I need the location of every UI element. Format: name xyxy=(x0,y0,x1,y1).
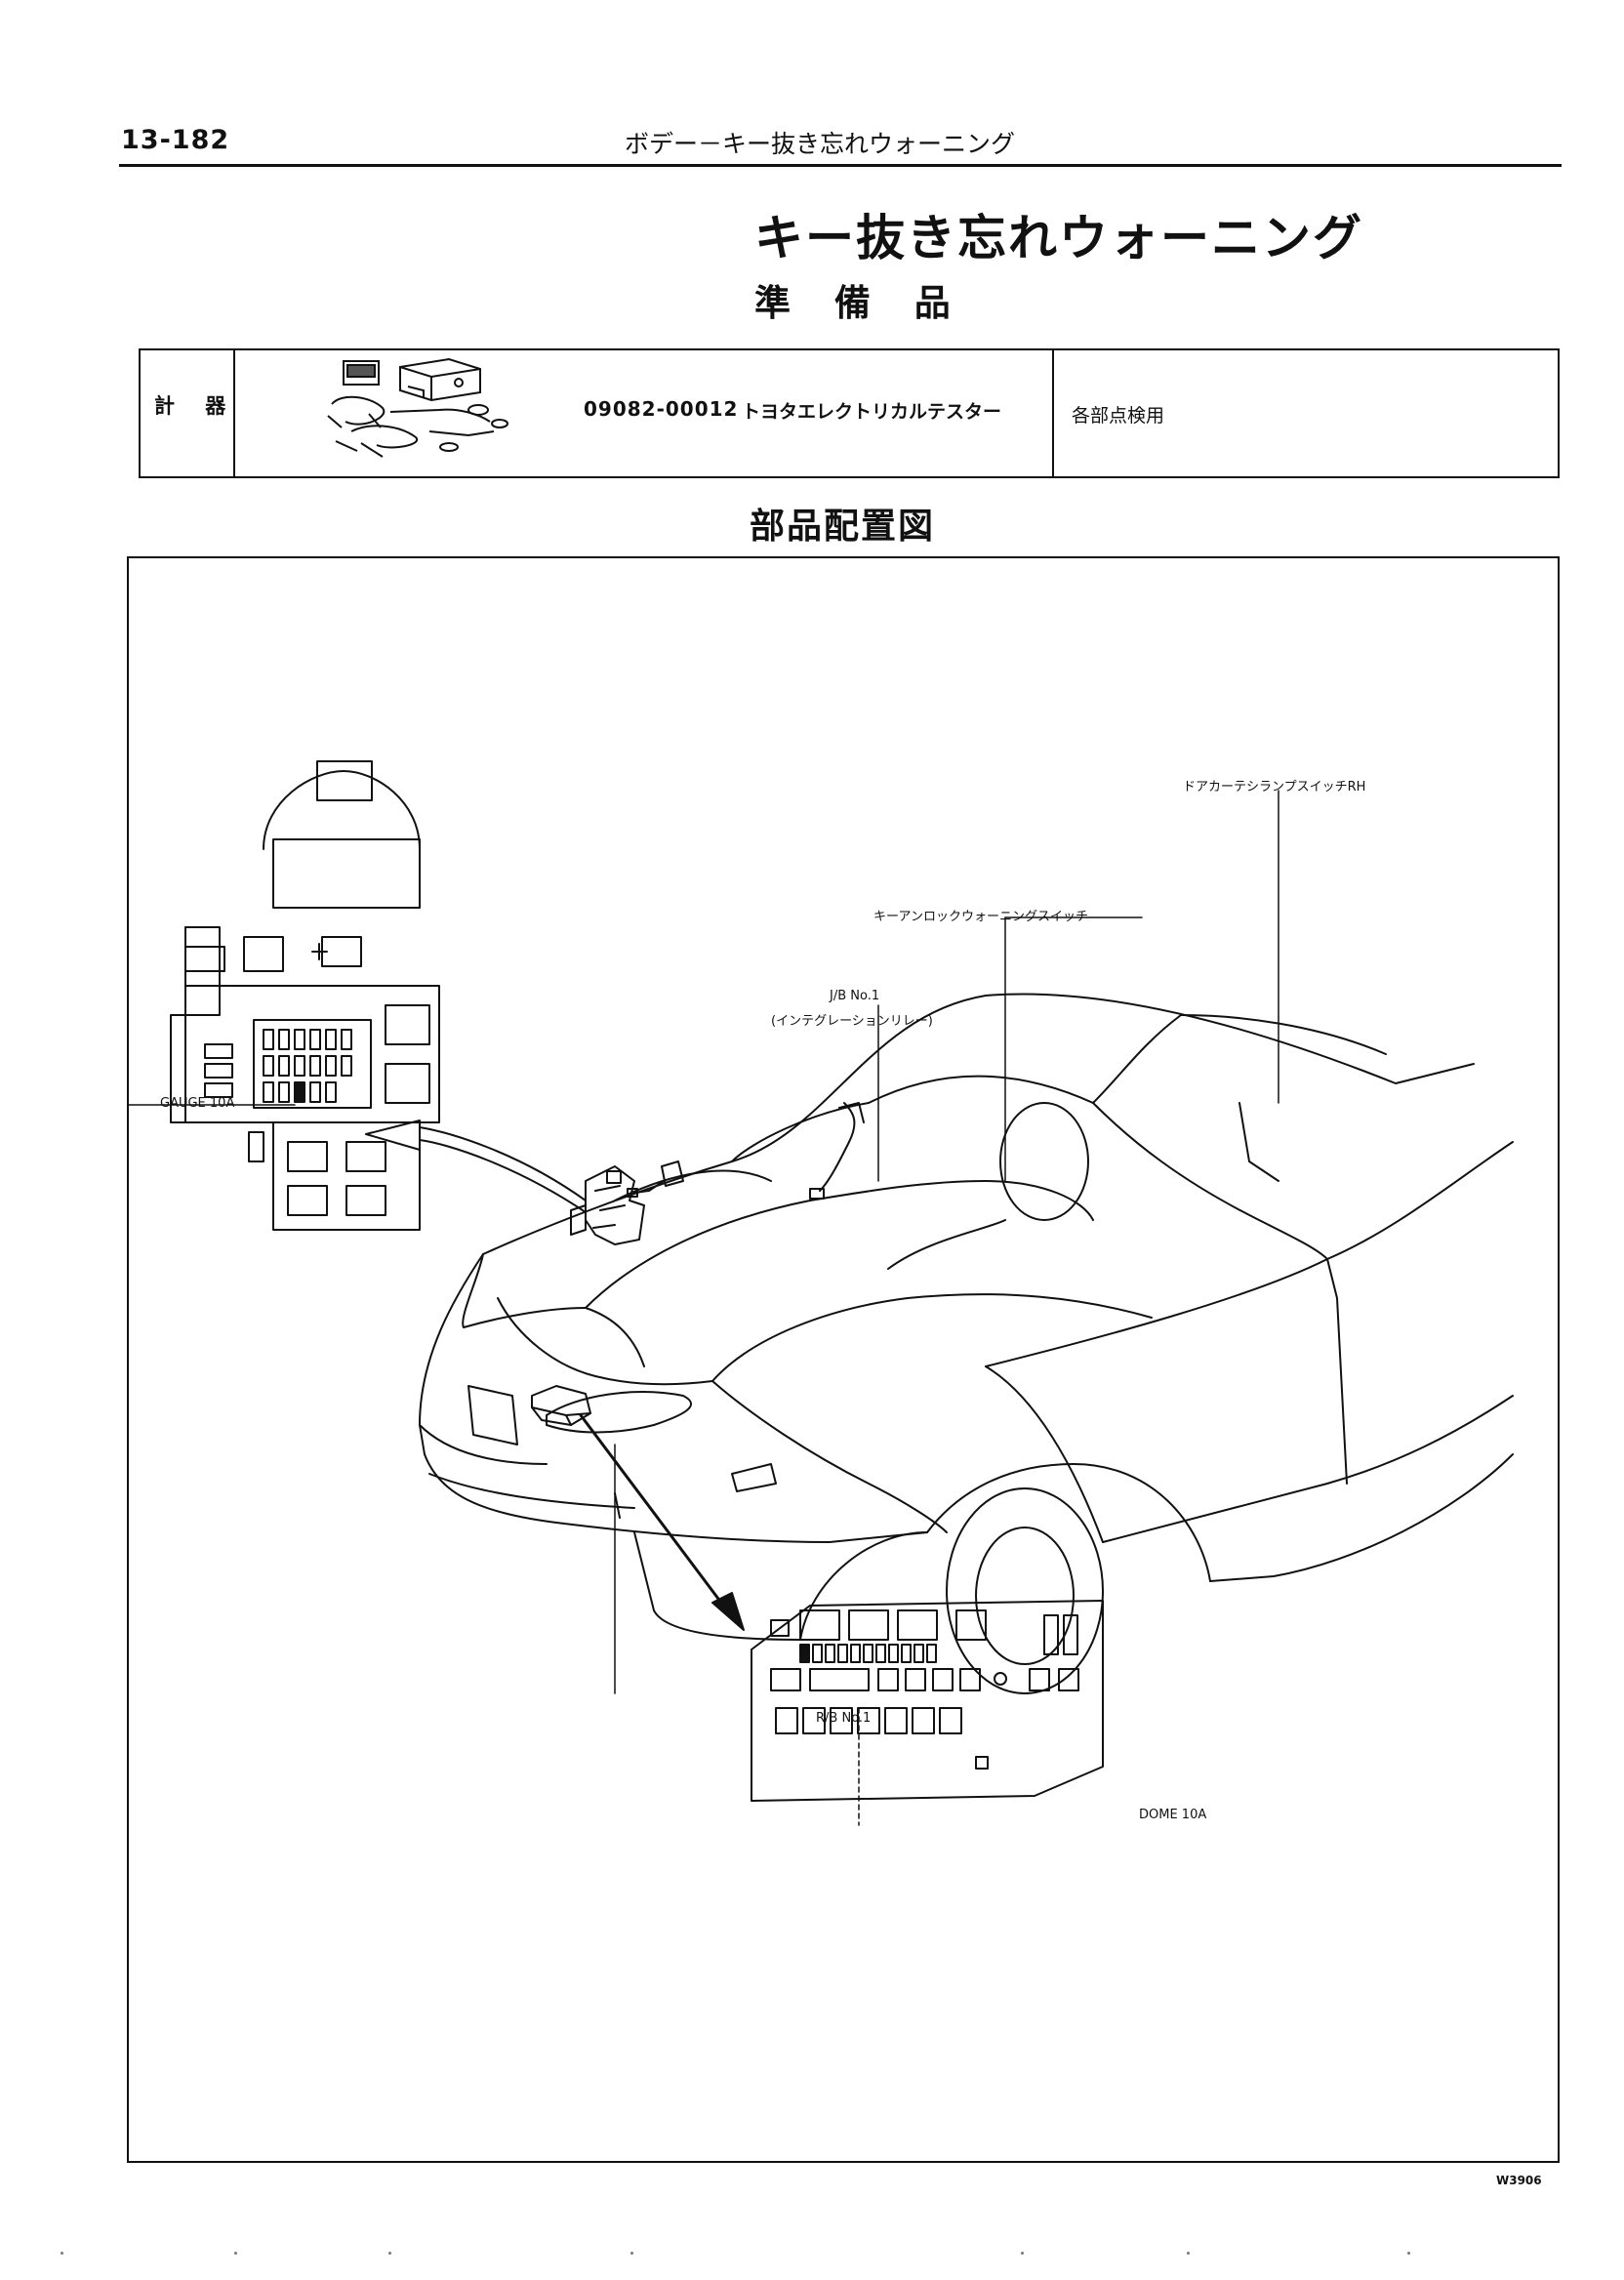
label-key-switch: キーアンロックウォーニングスイッチ xyxy=(873,910,1088,924)
electrical-tester-image xyxy=(327,357,508,458)
table-divider xyxy=(1052,350,1054,476)
rb-component xyxy=(531,1385,591,1426)
section-heading-preparation: 準 備 品 xyxy=(754,282,966,324)
section-path: ボデー－キー抜き忘れウォーニング xyxy=(625,130,1016,158)
key-switch-component xyxy=(627,1160,684,1198)
door-switch-component xyxy=(809,1102,865,1200)
component-layout-diagram xyxy=(127,760,1514,1826)
car-illustration xyxy=(419,993,1514,1694)
label-jb-name: J/B No.1 xyxy=(830,989,880,1003)
rb-detail-panel xyxy=(751,1600,1104,1802)
scan-speck xyxy=(630,2252,633,2255)
tool-part-number: 09082-00012 xyxy=(584,397,739,421)
label-gauge-fuse: GAUGE 10A xyxy=(160,1096,235,1111)
tool-name: トヨタエレクトリカルテスター xyxy=(742,401,1002,423)
figure-code: W3906 xyxy=(1496,2174,1542,2187)
scan-speck xyxy=(1407,2252,1410,2255)
header-rule xyxy=(119,164,1562,167)
tool-usage: 各部点検用 xyxy=(1072,405,1165,427)
label-jb-relay: (インテグレーションリレー) xyxy=(771,1014,933,1029)
section-heading-component-layout: 部品配置図 xyxy=(750,507,936,547)
page-number: 13-182 xyxy=(121,125,230,155)
jb-detail-panel xyxy=(127,760,440,1231)
table-divider xyxy=(233,350,235,476)
tool-category: 計 器 xyxy=(154,394,238,418)
jb-fuse-block xyxy=(253,1019,372,1109)
diagram-frame xyxy=(127,556,1560,2163)
scan-speck xyxy=(1187,2252,1190,2255)
scan-speck xyxy=(234,2252,237,2255)
scan-speck xyxy=(61,2252,63,2255)
leader-lines xyxy=(614,790,1279,1826)
label-door-switch: ドアカーテシランプスイッチRH xyxy=(1183,780,1366,794)
page-title: キー抜き忘れウォーニング xyxy=(754,210,1363,266)
tools-table xyxy=(139,348,1560,478)
jb-relay-component xyxy=(570,1165,645,1245)
scan-speck xyxy=(388,2252,391,2255)
label-dome-fuse: DOME 10A xyxy=(1139,1808,1207,1822)
label-rb-name: R/B No.1 xyxy=(816,1711,872,1726)
scan-speck xyxy=(1021,2252,1024,2255)
